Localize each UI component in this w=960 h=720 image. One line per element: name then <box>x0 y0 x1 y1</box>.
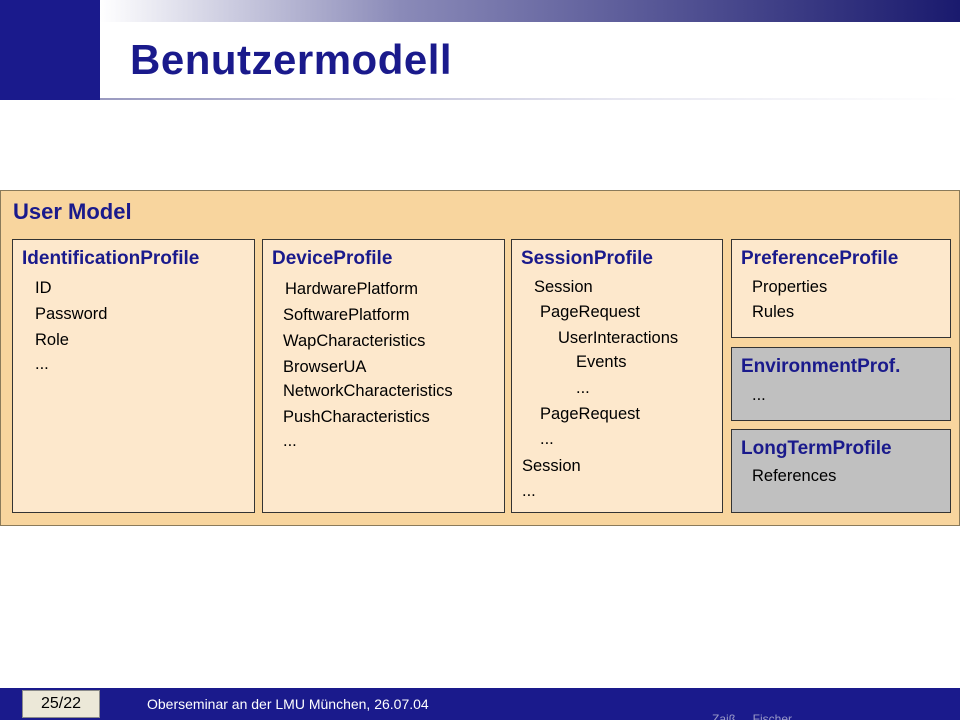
profile-item: NetworkCharacteristics <box>283 382 453 400</box>
profile-item: ... <box>35 355 49 373</box>
session-profile-title: SessionProfile <box>521 248 653 269</box>
profile-item: Session <box>522 457 581 475</box>
environment-profile-box: EnvironmentProf. ... <box>731 347 951 421</box>
profile-item: HardwarePlatform <box>285 280 418 298</box>
profile-item: ... <box>752 386 766 404</box>
profile-item: ID <box>35 279 52 297</box>
profile-item: ... <box>522 482 536 500</box>
profile-item: Events <box>576 353 627 371</box>
footer-author: Zaiß..., Fischer <box>712 712 793 720</box>
session-profile-box: SessionProfile Session PageRequest UserI… <box>511 239 723 513</box>
page-number-box: 25/22 <box>22 690 100 718</box>
profile-item: UserInteractions <box>558 329 679 347</box>
preference-profile-box: PreferenceProfile Properties Rules <box>731 239 951 338</box>
profile-item: ... <box>283 432 297 450</box>
profile-item: PushCharacteristics <box>283 408 430 426</box>
title-divider <box>100 98 960 100</box>
user-model-title: User Model <box>13 199 132 224</box>
profile-item: References <box>752 467 837 485</box>
corner-block <box>0 0 100 100</box>
profile-item: Password <box>35 305 108 323</box>
page-number: 25/22 <box>40 695 82 712</box>
profile-item: Role <box>35 331 69 349</box>
device-profile-title: DeviceProfile <box>272 248 393 269</box>
profile-item: SoftwarePlatform <box>283 306 410 324</box>
profile-item: BrowserUA <box>283 358 367 376</box>
footer-bar <box>0 688 960 720</box>
profile-item: PageRequest <box>540 303 640 321</box>
user-model-container: User Model IdentificationProfile ID Pass… <box>0 190 960 526</box>
profile-item: Session <box>534 278 593 296</box>
profile-item: PageRequest <box>540 405 640 423</box>
device-profile-box: DeviceProfile HardwarePlatform SoftwareP… <box>262 239 505 513</box>
preference-profile-title: PreferenceProfile <box>741 248 899 269</box>
long-term-profile-title: LongTermProfile <box>741 438 892 459</box>
profile-item: ... <box>540 430 554 448</box>
header-gradient-bar <box>100 0 960 22</box>
identification-profile-box: IdentificationProfile ID Password Role .… <box>12 239 255 513</box>
profile-item: ... <box>576 379 590 397</box>
profile-item: Rules <box>752 303 795 321</box>
profile-item: Properties <box>752 278 828 296</box>
identification-profile-title: IdentificationProfile <box>22 248 200 269</box>
long-term-profile-box: LongTermProfile References <box>731 429 951 513</box>
profile-item: WapCharacteristics <box>283 332 426 350</box>
slide-title: Benutzermodell <box>130 36 453 83</box>
footer-text: Oberseminar an der LMU München, 26.07.04 <box>147 696 429 712</box>
environment-profile-title: EnvironmentProf. <box>741 356 901 377</box>
